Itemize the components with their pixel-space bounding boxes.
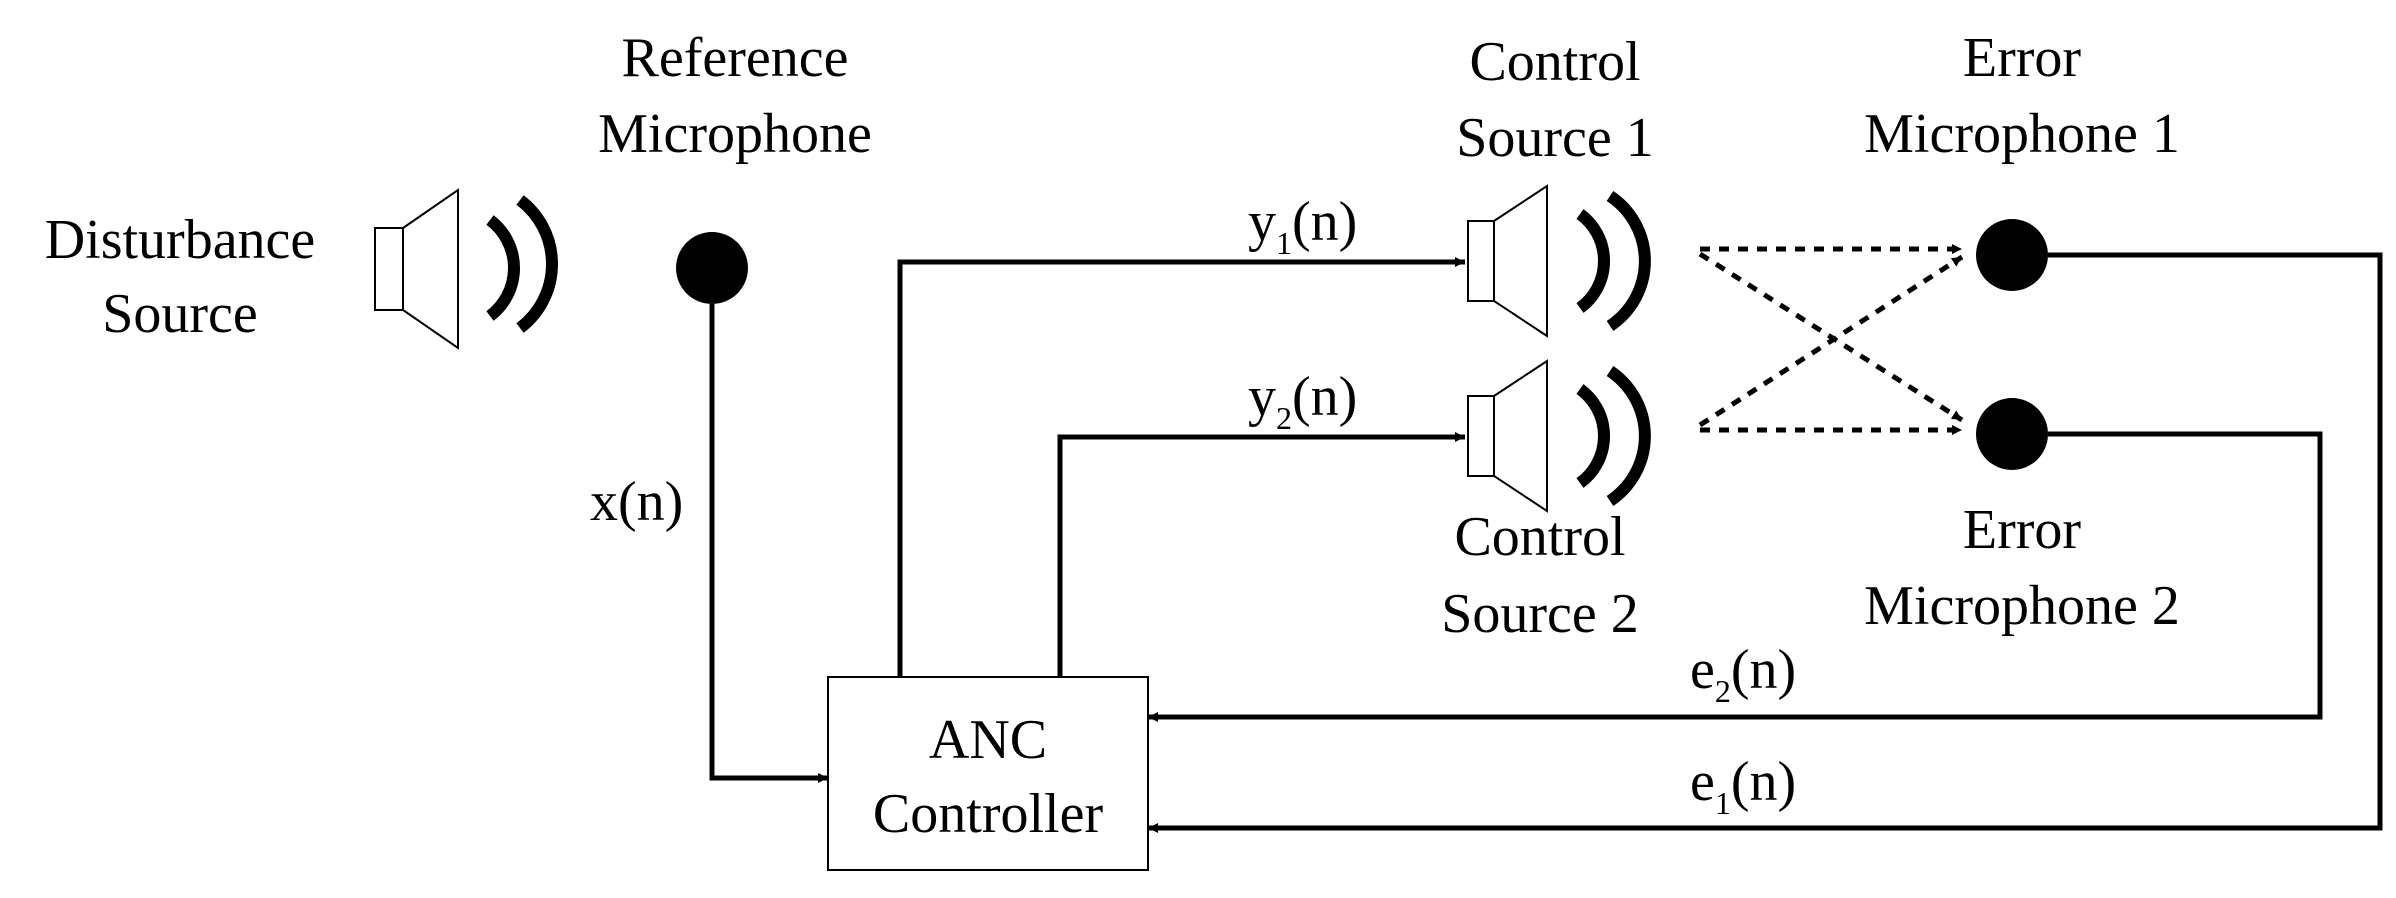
e2-signal-line: [1148, 431, 2323, 722]
control2-label-line2: Source 2: [1441, 583, 1639, 645]
control-source-1-speaker-icon: [1467, 184, 1548, 338]
y1-signal-line: [897, 257, 1465, 677]
e1-signal-line: [1148, 252, 2383, 833]
e1-signal-label: e1(n): [1690, 751, 1796, 821]
path-cs1-em2: [1698, 251, 1964, 423]
e1-base: e: [1690, 751, 1715, 813]
error2-label-line2: Microphone 2: [1864, 575, 2180, 637]
y2-sub: 2: [1276, 400, 1292, 436]
reference-microphone-dot: [676, 232, 748, 304]
disturbance-speaker-icon: [374, 188, 459, 350]
error2-label-line1: Error: [1963, 499, 2082, 561]
e1-arg: (n): [1731, 751, 1796, 813]
error-microphone-1-dot: [1976, 219, 2048, 291]
path-cs2-em1: [1698, 254, 1964, 428]
y1-signal-label: y1(n): [1248, 191, 1357, 261]
e2-base: e: [1690, 639, 1715, 701]
control-source-1-sound-waves-icon: [1576, 191, 1651, 331]
x-signal-line: [709, 304, 828, 783]
reference-label-line1: Reference: [622, 27, 849, 89]
disturbance-label-line2: Source: [102, 283, 258, 345]
control2-label-line1: Control: [1454, 506, 1625, 568]
y1-base: y: [1248, 191, 1276, 253]
reference-label-line2: Microphone: [598, 103, 872, 165]
y2-base: y: [1248, 366, 1276, 428]
y2-signal-line: [1057, 432, 1465, 677]
y2-signal-label: y2(n): [1248, 366, 1357, 436]
disturbance-label-line1: Disturbance: [45, 209, 316, 271]
y2-arg: (n): [1292, 366, 1357, 428]
error-microphone-2-dot: [1976, 398, 2048, 470]
disturbance-sound-waves-icon: [486, 195, 558, 333]
x-signal-label: x(n): [590, 471, 683, 533]
y1-arg: (n): [1292, 191, 1357, 253]
e2-signal-label: e2(n): [1690, 639, 1796, 709]
control1-label-line1: Control: [1469, 31, 1640, 93]
error1-label-line1: Error: [1963, 27, 2082, 89]
e1-sub: 1: [1715, 785, 1731, 821]
controller-label-line2: Controller: [873, 783, 1104, 845]
e2-arg: (n): [1731, 639, 1796, 701]
acoustic-paths: [1698, 244, 1964, 435]
control1-label-line2: Source 1: [1456, 107, 1654, 169]
error1-label-line2: Microphone 1: [1864, 103, 2180, 165]
e2-sub: 2: [1715, 673, 1731, 709]
y1-sub: 1: [1276, 225, 1292, 261]
control-source-2-speaker-icon: [1467, 359, 1548, 513]
controller-label-line1: ANC: [929, 709, 1047, 771]
control-source-2-sound-waves-icon: [1576, 366, 1651, 506]
anc-controller-box: [827, 676, 1149, 871]
